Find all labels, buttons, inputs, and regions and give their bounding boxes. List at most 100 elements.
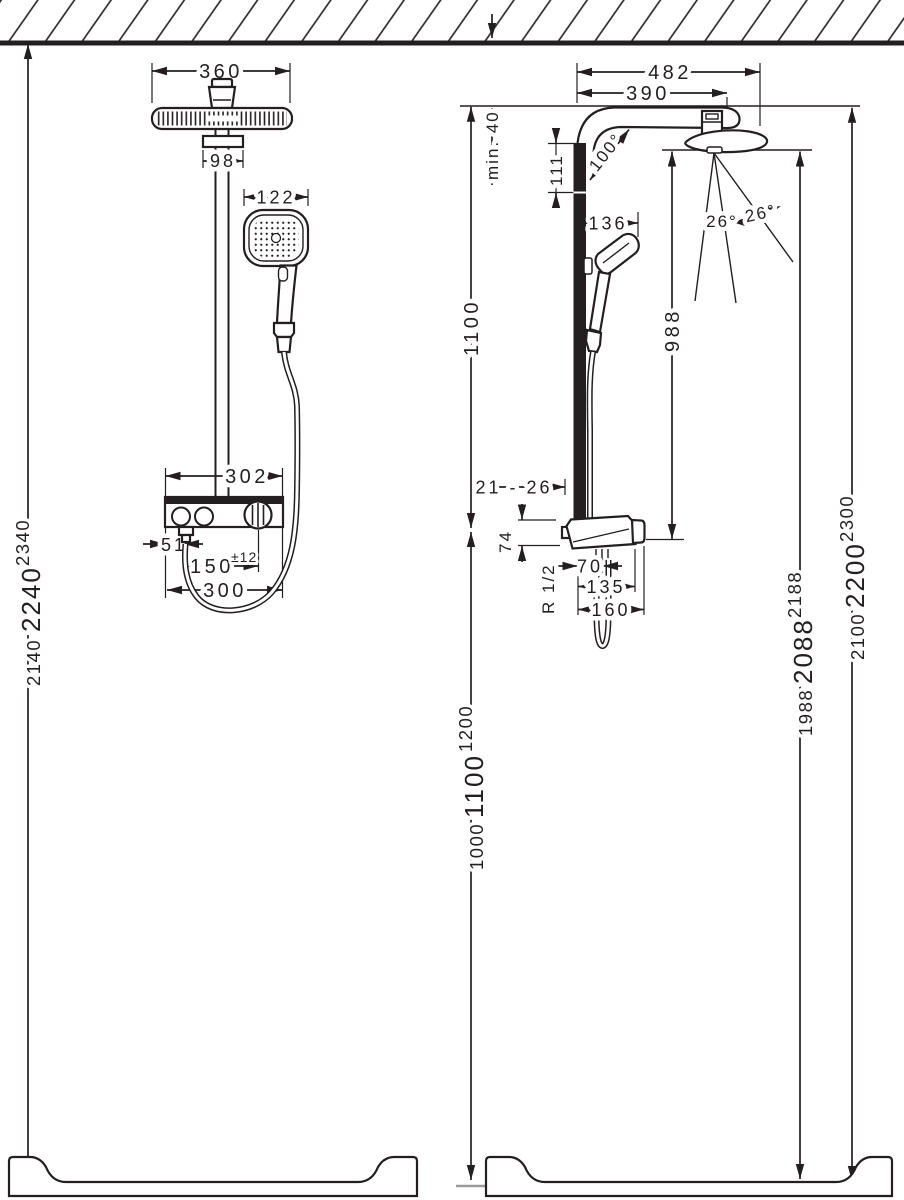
stack-high: 2300 [836, 495, 857, 542]
dim-label-122: 122 [256, 188, 295, 208]
dim-label-160: 160 [591, 600, 630, 620]
angle-arrowhead [767, 206, 781, 215]
dim-arm-reach-total: 482 [576, 58, 761, 126]
angle-arrowhead [714, 219, 728, 227]
dim-label-1100: 1100 [461, 299, 483, 356]
dim-arm-drop: 111 [543, 128, 576, 208]
stack-low: 2140 [23, 639, 44, 686]
dim-bar-span: 1100 [457, 106, 488, 528]
angle-line [589, 128, 630, 181]
dim-label-150: 150 [190, 556, 234, 578]
dim-ceiling-clearance: min. 40 [479, 106, 507, 185]
hand-shower-front [242, 208, 310, 354]
dim-valve-width: 302 [164, 462, 284, 496]
head-face-line [602, 242, 630, 264]
height-chain-head: 1988 2088 2188 [781, 151, 823, 1179]
dim-knob-depth: 160 [578, 546, 645, 625]
dim-label-tolerance: ±12 [231, 549, 257, 565]
stack-main: 2200 [840, 542, 870, 608]
swivel-cap [210, 77, 234, 89]
dim-valve-drop: 74 [492, 504, 560, 562]
dim-label-135: 135 [586, 577, 625, 597]
height-chain-total: 2100 2200 2300 [833, 107, 875, 1181]
ceiling [0, 0, 904, 46]
height-stack-left: 2140 2240 2340 [9, 515, 51, 689]
hose-outlet-nut [177, 525, 195, 537]
dim-label-74: 74 [496, 530, 515, 553]
handle-button [277, 266, 289, 282]
spray-line-right [713, 152, 794, 263]
stack-high: 2188 [784, 571, 805, 618]
angle-arrowhead [732, 218, 746, 226]
dim-label-390: 390 [626, 83, 670, 105]
stack-low: 1000 [466, 823, 487, 870]
mount-detail [705, 113, 719, 120]
hose-side-core [588, 351, 595, 519]
dim-flange-width: 98 [202, 147, 244, 176]
dim-wall-clearance: 21 - 26 [471, 473, 566, 502]
stack-low: 1988 [795, 689, 816, 736]
dim-label-21-26: 21 - 26 [475, 478, 552, 498]
stack-low: 2100 [847, 613, 868, 660]
head-profile [684, 129, 769, 154]
stack-high: 1200 [455, 705, 476, 752]
dim-label-300: 300 [203, 580, 247, 602]
swivel-body [207, 85, 237, 110]
dim-outlet-center: 150 ±12 [183, 530, 259, 583]
knob-side [630, 518, 646, 545]
spray-line-middle [713, 152, 737, 304]
shower-arm-side [575, 106, 741, 153]
stack-main: 2088 [788, 618, 818, 684]
hand-shower-face-ring [248, 214, 304, 262]
height-stack-head: 1988 2088 2188 [781, 567, 823, 739]
dim-head-to-valve: 988 [646, 151, 689, 541]
angle-arrowhead [704, 216, 718, 225]
height-stack-valve: 1000 1100 1200 [452, 701, 494, 873]
hand-shower-side [583, 232, 640, 519]
hose-nut [272, 321, 296, 339]
handle-side [588, 270, 612, 334]
tray-profile [484, 1155, 894, 1198]
dim-label-70: 70 [577, 557, 603, 577]
spray-cone: 26° 26° [694, 152, 794, 304]
dim-label-482: 482 [648, 62, 692, 84]
valve-body-side [565, 514, 637, 550]
height-stack-total: 2100 2200 2300 [833, 491, 875, 663]
dim-label-988: 988 [662, 308, 684, 352]
hose-outlet-cone [180, 533, 192, 544]
head-center-joint [206, 115, 238, 122]
dim-hand-shower-depth: 136 [584, 209, 639, 238]
dim-label-111: 111 [547, 154, 566, 186]
shower-hose-front [181, 351, 301, 614]
stack-main: 1100 [459, 754, 489, 818]
pipe-flange [201, 134, 245, 149]
dim-label-98: 98 [210, 151, 236, 171]
wall-bar-side [573, 143, 586, 520]
shower-tray-right [484, 1155, 894, 1198]
stack-high: 2340 [12, 519, 33, 566]
overhead-shower-front [150, 77, 294, 131]
dim-hose-outlet-depth: 70 R 1/2 [535, 552, 622, 619]
bar-body [573, 143, 586, 520]
dim-valve-depth: 135 [578, 549, 636, 602]
valve-top-band [165, 497, 283, 504]
select-button [270, 232, 282, 244]
height-chain-valve: 1000 1100 1200 [452, 532, 528, 1188]
hose-core [183, 351, 299, 612]
bar-holder [583, 257, 593, 275]
side-view: min. 40 482 390 [452, 58, 894, 1198]
select-button-right [194, 506, 214, 527]
shower-tray-left [7, 1155, 419, 1198]
thermostat-side [560, 514, 646, 650]
spray-line-left [694, 152, 715, 302]
hose-nut-side [584, 328, 603, 354]
dim-label-302: 302 [225, 466, 269, 488]
tray-profile [7, 1155, 419, 1198]
ceiling-hatch [0, 0, 904, 41]
dim-label-26-left: 26° [706, 212, 738, 231]
select-button-left [171, 506, 191, 527]
stack-main: 2240 [16, 566, 46, 632]
dim-label-136: 136 [588, 214, 627, 234]
height-chain-left: 2140 2240 2340 [9, 44, 51, 1187]
